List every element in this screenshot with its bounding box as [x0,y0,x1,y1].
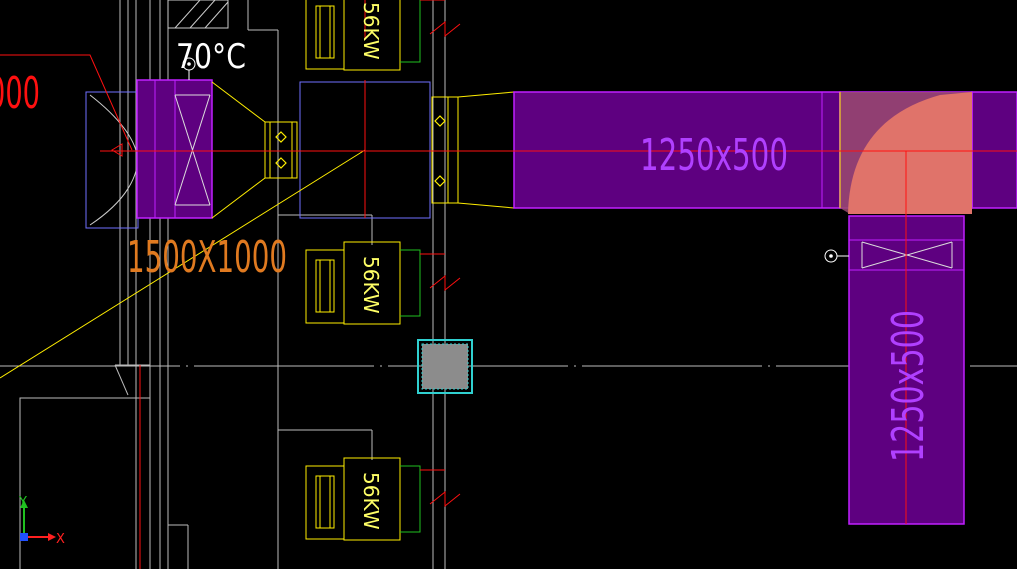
fan-unit-group: 56KW 56KW 56KW [305,0,461,541]
hatch-block [167,0,229,29]
ucs-x-label: X [56,532,65,547]
main-duct[interactable] [136,79,213,219]
temperature-label: 70°C [176,37,246,77]
column-box[interactable] [417,339,473,394]
ucs-icon[interactable]: Y X [18,495,65,547]
partial-left-label: 000 [0,68,40,119]
vertical-duct-label: 1250x500 [883,310,934,462]
fan-unit-1[interactable]: 56KW [305,0,461,71]
fan-unit-label: 56KW [359,256,383,314]
fan-unit-label: 56KW [359,472,383,530]
fan-unit-2[interactable]: 56KW [305,241,461,325]
damper-markers [275,115,446,187]
horizontal-duct-label: 1250x500 [640,130,788,181]
ucs-y-label: Y [18,495,27,510]
duct-transitions [211,81,515,219]
tag-circle-top [182,57,196,80]
fan-unit-3[interactable]: 56KW [305,457,461,541]
tag-circle-right [824,249,849,263]
fan-unit-label: 56KW [359,2,383,60]
main-duct-label: 1500X1000 [127,232,287,283]
yellow-diagonal-line [0,149,366,379]
horizontal-duct[interactable] [513,91,1017,209]
